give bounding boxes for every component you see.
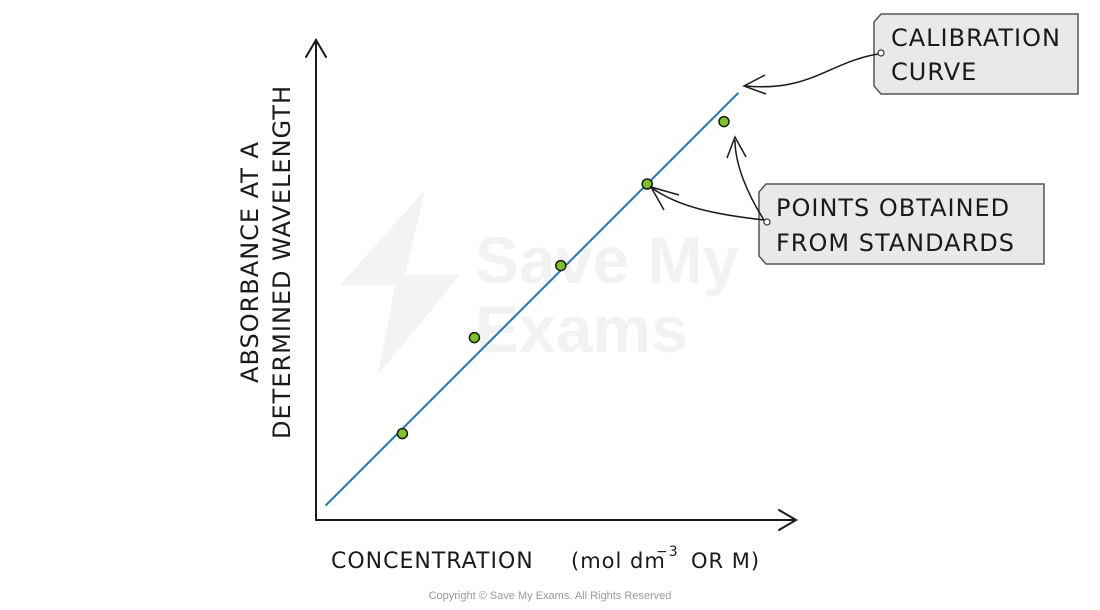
y-axis-label-line1: ABSORBANCE AT A (236, 141, 264, 383)
copyright-text: Copyright © Save My Exams. All Rights Re… (429, 590, 672, 602)
data-point-1 (396, 427, 409, 440)
callout-points-standards: POINTS OBTAINED FROM STANDARDS (649, 135, 1045, 265)
callout-arrowhead (726, 135, 747, 159)
callout-arrow (745, 53, 879, 88)
callout-label-line1: CALIBRATION (891, 24, 1061, 52)
callout-calibration-curve: CALIBRATION CURVE (742, 13, 1079, 95)
y-axis-label-line2: DETERMINED WAVELENGTH (268, 85, 296, 439)
watermark-bolt-icon (340, 190, 460, 375)
callout-arrow-to-point (651, 187, 765, 221)
calibration-line (324, 92, 740, 507)
x-axis-arrowhead (778, 509, 798, 531)
callout-arrowhead (742, 74, 767, 95)
callout-label-line2: FROM STANDARDS (776, 229, 1015, 257)
data-point-4 (641, 178, 653, 190)
callout-box (758, 183, 1045, 265)
x-axis-label-text: CONCENTRATION (331, 549, 534, 574)
callout-label-line2: CURVE (891, 58, 977, 86)
data-point-3 (555, 259, 567, 272)
x-axis-unit-exponent: −3 (656, 544, 679, 560)
y-axis-arrowhead (305, 38, 327, 58)
callout-pin (763, 218, 771, 226)
x-axis-label: CONCENTRATION (mol dm −3 OR M) (331, 544, 760, 574)
callout-pin (877, 49, 885, 57)
data-point-2 (468, 331, 481, 344)
y-axis-label: ABSORBANCE AT A DETERMINED WAVELENGTH (236, 85, 296, 439)
data-point-5 (718, 115, 730, 128)
watermark: Save My Exams (340, 190, 739, 375)
data-points (396, 115, 730, 440)
callout-label-line1: POINTS OBTAINED (776, 194, 1010, 222)
x-axis-unit-suffix: OR M) (691, 549, 760, 573)
watermark-line1: Save My (475, 223, 739, 297)
callout-arrowhead (649, 185, 680, 211)
callout-box (873, 13, 1079, 95)
axes (305, 38, 798, 531)
watermark-line2: Exams (475, 292, 688, 366)
callout-arrow-to-point (734, 139, 765, 221)
x-axis-unit-prefix: (mol dm (571, 549, 666, 573)
